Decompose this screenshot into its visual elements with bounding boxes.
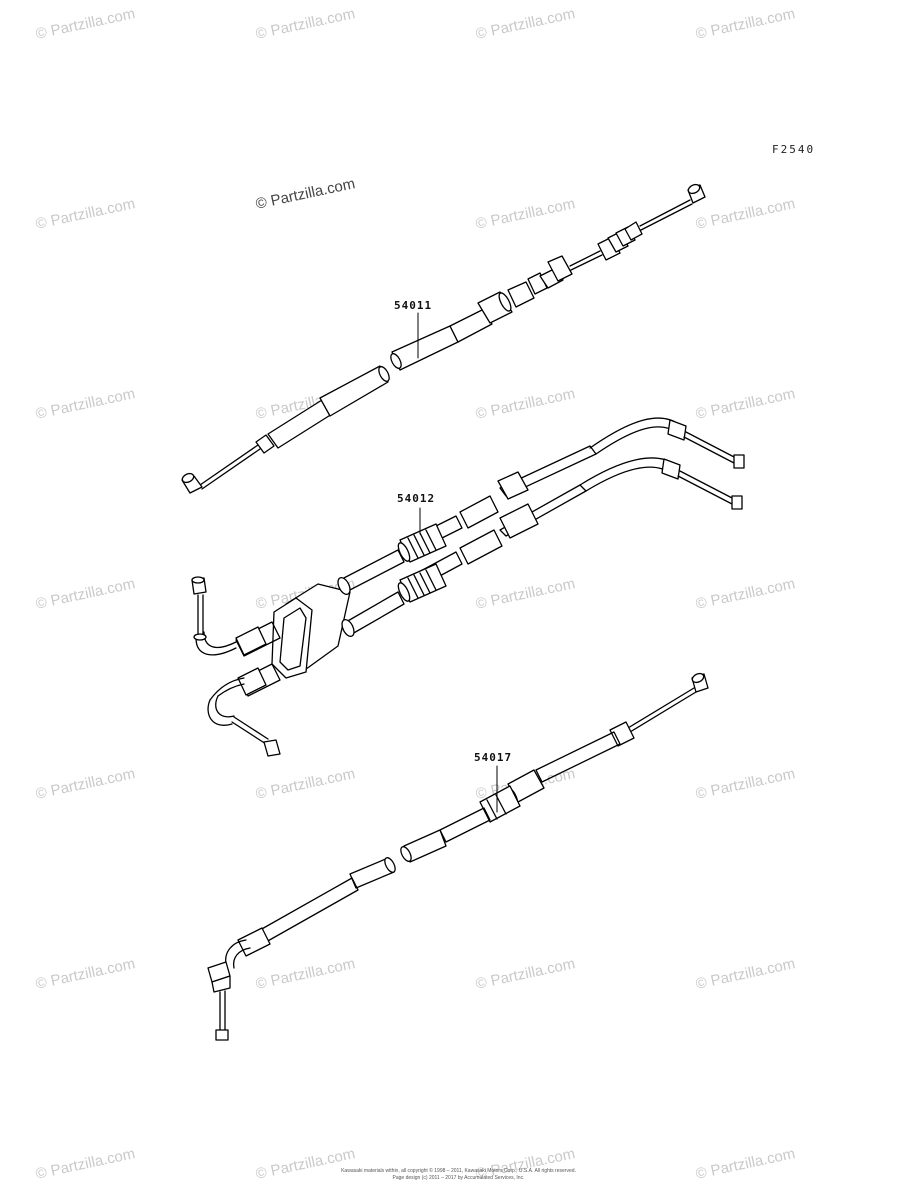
cable-54011[interactable]	[181, 183, 706, 494]
cable-54012[interactable]	[191, 417, 745, 757]
part-number-54012[interactable]: 54012	[397, 492, 436, 505]
part-number-54017[interactable]: 54017	[474, 751, 513, 764]
footer-design-credit: Page design (c) 2011 – 2017 by Accumulat…	[392, 1175, 525, 1181]
footer-copyright: Kawasaki materials within, all copyright…	[341, 1168, 576, 1174]
figure-code: F2540	[772, 143, 816, 156]
part-number-54011[interactable]: 54011	[394, 299, 433, 312]
cable-54017[interactable]	[207, 672, 709, 1041]
